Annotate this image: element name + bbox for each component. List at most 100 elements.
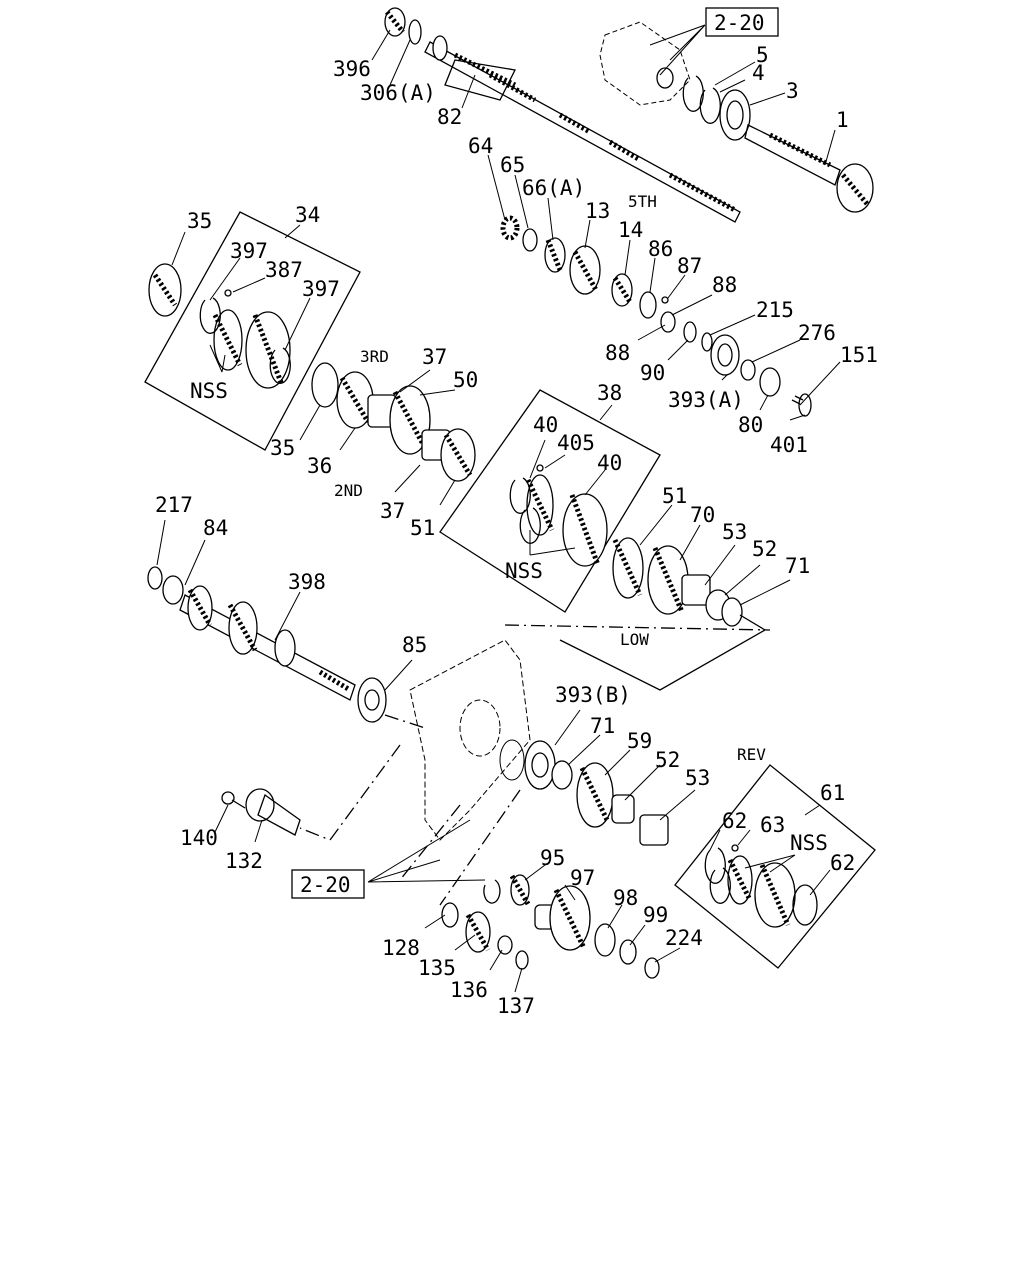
label-nss-box61: NSS [790, 831, 828, 855]
label-396: 396 [333, 57, 371, 81]
ring-35-top [148, 263, 182, 317]
bearing-396 [384, 7, 406, 37]
label-80: 80 [738, 413, 763, 437]
label-393a: 393(A) [668, 388, 744, 412]
ref-box-2-20-bottom [291, 869, 365, 899]
label-84: 84 [203, 516, 228, 540]
label-224: 224 [665, 926, 703, 950]
label-13: 13 [585, 199, 610, 223]
shaft-132 [221, 788, 301, 836]
label-137: 137 [497, 994, 535, 1018]
label-38: 38 [597, 381, 622, 405]
label-85: 85 [402, 633, 427, 657]
label-63: 63 [760, 813, 785, 837]
label-64: 64 [468, 134, 493, 158]
label-128: 128 [382, 936, 420, 960]
gear-group-5th [500, 215, 812, 417]
label-387: 387 [265, 258, 303, 282]
ref-label-2-20-top: 2-20 [714, 11, 765, 35]
label-132: 132 [225, 849, 263, 873]
label-40-top: 40 [533, 413, 558, 437]
label-140: 140 [180, 826, 218, 850]
label-405: 405 [557, 431, 595, 455]
label-35-top: 35 [187, 209, 212, 233]
gear-group-393b [524, 740, 669, 846]
label-36: 36 [307, 454, 332, 478]
housing-2-20-top [599, 21, 691, 106]
snap-ring-5-4 [682, 75, 721, 124]
label-151: 151 [840, 343, 878, 367]
label-87: 87 [677, 254, 702, 278]
label-nss-box38: NSS [505, 559, 543, 583]
label-88-top: 88 [712, 273, 737, 297]
label-62-top: 62 [722, 809, 747, 833]
label-99: 99 [643, 903, 668, 927]
label-90: 90 [640, 361, 665, 385]
label-40-right: 40 [597, 451, 622, 475]
label-37-top: 37 [422, 345, 447, 369]
label-37-bottom: 37 [380, 499, 405, 523]
input-shaft-1 [744, 124, 874, 213]
label-136: 136 [450, 978, 488, 1002]
countershaft-398 [147, 566, 387, 723]
label-276: 276 [798, 321, 836, 345]
ref-label-2-20-bottom: 2-20 [300, 873, 351, 897]
label-nss-box34: NSS [190, 379, 228, 403]
label-97: 97 [570, 866, 595, 890]
label-51-left: 51 [410, 516, 435, 540]
label-393b: 393(B) [555, 683, 631, 707]
label-59: 59 [627, 729, 652, 753]
label-34: 34 [295, 203, 320, 227]
label-61: 61 [820, 781, 845, 805]
gear-group-reverse-idler [441, 874, 660, 979]
label-71-bottom: 71 [590, 714, 615, 738]
label-65: 65 [500, 153, 525, 177]
label-52-bottom: 52 [655, 748, 680, 772]
gear-group-low [559, 537, 767, 691]
label-51-right: 51 [662, 484, 687, 508]
label-398: 398 [288, 570, 326, 594]
label-71-top: 71 [785, 554, 810, 578]
label-82: 82 [437, 105, 462, 129]
label-62-right: 62 [830, 851, 855, 875]
center-plate-2-20 [299, 624, 771, 906]
label-217: 217 [155, 493, 193, 517]
label-70: 70 [690, 503, 715, 527]
label-86: 86 [648, 237, 673, 261]
label-14: 14 [618, 218, 643, 242]
label-3: 3 [786, 79, 799, 103]
box-61 [674, 764, 876, 969]
label-rev: REV [737, 745, 766, 764]
label-135: 135 [418, 956, 456, 980]
label-5: 5 [756, 43, 769, 67]
bearing-3 [719, 89, 751, 141]
label-397-right: 397 [302, 277, 340, 301]
leader-lines [156, 24, 841, 993]
gear-group-2nd-3rd [311, 362, 476, 482]
label-215: 215 [756, 298, 794, 322]
label-low: LOW [620, 630, 649, 649]
label-401: 401 [770, 433, 808, 457]
label-5th: 5TH [628, 192, 657, 211]
part-labels: 396 306(A) 82 5 4 3 1 64 65 66(A) 13 5TH… [155, 43, 878, 1018]
label-66a: 66(A) [522, 176, 585, 200]
label-1: 1 [836, 108, 849, 132]
label-52-top: 52 [752, 537, 777, 561]
label-3rd: 3RD [360, 347, 389, 366]
label-50: 50 [453, 368, 478, 392]
label-53-top: 53 [722, 520, 747, 544]
label-4: 4 [752, 61, 765, 85]
label-53-bottom: 53 [685, 766, 710, 790]
box-34 [144, 211, 361, 451]
ring-306a [408, 19, 422, 45]
label-35-bottom: 35 [270, 436, 295, 460]
label-397-left: 397 [230, 239, 268, 263]
label-306a: 306(A) [360, 81, 436, 105]
label-88-bottom: 88 [605, 341, 630, 365]
label-95: 95 [540, 846, 565, 870]
shaft-82 [424, 35, 741, 223]
label-98: 98 [613, 886, 638, 910]
ref-box-2-20-top [705, 7, 779, 37]
